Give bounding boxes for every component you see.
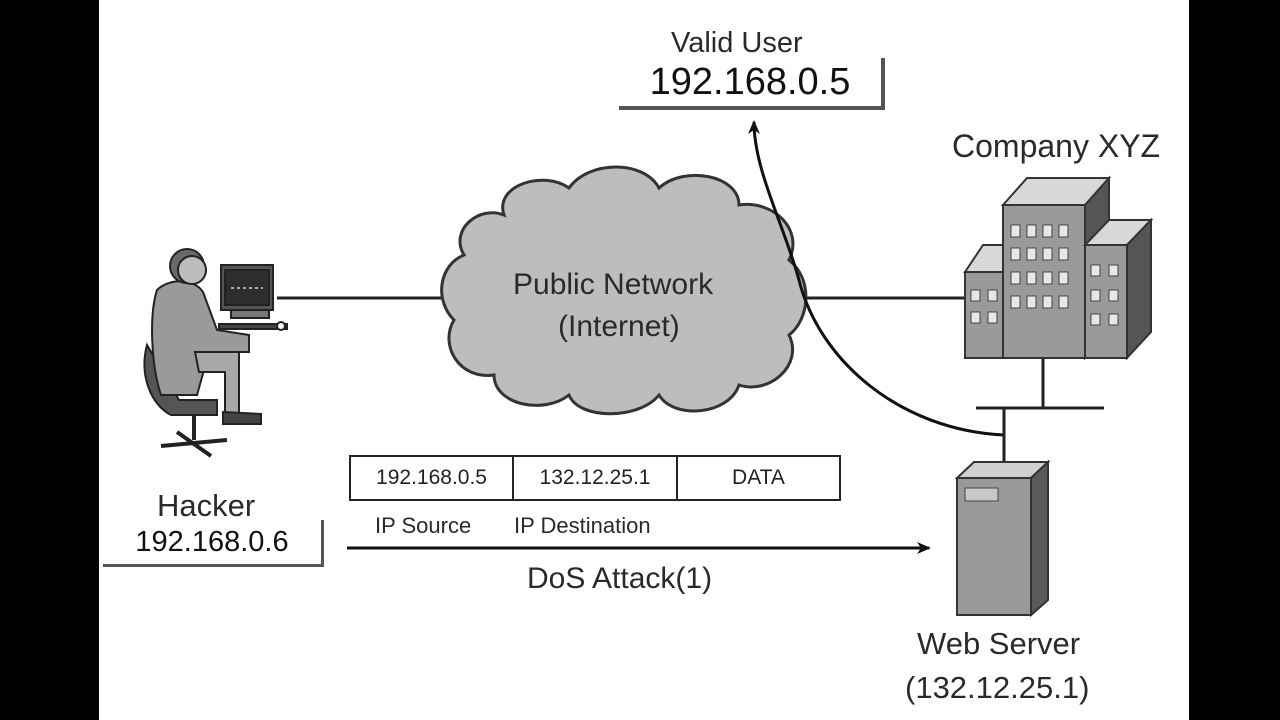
valid-user-ip-box: 192.168.0.5 bbox=[619, 58, 885, 110]
web-server-ip: (132.12.25.1) bbox=[905, 670, 1090, 705]
dos-attack-label: DoS Attack(1) bbox=[527, 562, 713, 595]
cloud-icon bbox=[440, 165, 808, 416]
ip-destination-label: IP Destination bbox=[514, 513, 651, 538]
hacker-person-icon bbox=[143, 248, 288, 458]
packet-field-destination: 132.12.25.1 bbox=[512, 455, 678, 501]
network-label-line2: (Internet) bbox=[558, 310, 680, 343]
hacker-ip-box: 192.168.0.6 bbox=[103, 520, 324, 567]
company-label: Company XYZ bbox=[952, 128, 1161, 164]
valid-user-label: Valid User bbox=[671, 27, 803, 59]
ip-source-label: IP Source bbox=[375, 513, 472, 538]
company-building-icon bbox=[963, 175, 1154, 361]
web-server-icon bbox=[954, 459, 1051, 618]
network-label-line1: Public Network bbox=[513, 268, 714, 301]
packet-field-source: 192.168.0.5 bbox=[349, 455, 514, 501]
web-server-label: Web Server bbox=[917, 626, 1081, 661]
diagram-graphics bbox=[143, 120, 1154, 618]
dos-response-arrow bbox=[748, 120, 1005, 437]
hacker-label: Hacker bbox=[157, 488, 256, 523]
packet-field-data: DATA bbox=[676, 455, 841, 501]
diagram-canvas: Valid User 192.168.0.5 Company XYZ Publi… bbox=[99, 0, 1189, 720]
